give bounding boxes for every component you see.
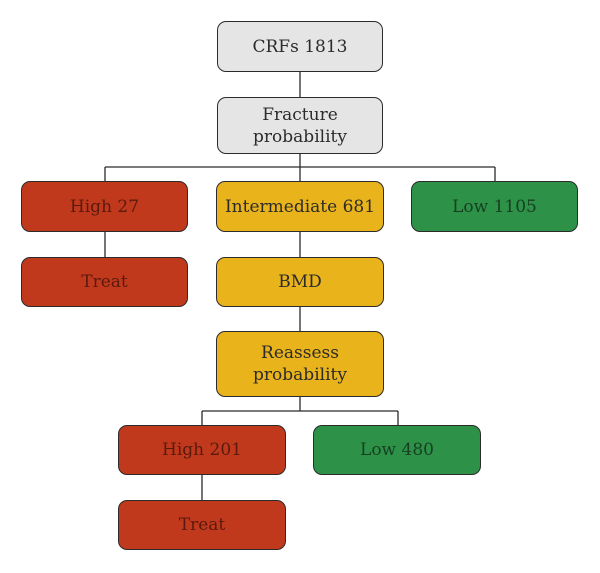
node-bmd: BMD: [216, 257, 384, 307]
node-reassess-probability: Reassess probability: [216, 331, 384, 397]
node-treat-2: Treat: [118, 500, 286, 550]
node-high-2: High 201: [118, 425, 286, 475]
node-root: CRFs 1813: [217, 21, 383, 72]
node-intermediate: Intermediate 681: [216, 181, 384, 232]
node-fracture-probability: Fracture probability: [217, 97, 383, 154]
node-low-2: Low 480: [313, 425, 481, 475]
node-low-1: Low 1105: [411, 181, 578, 232]
node-treat-1: Treat: [21, 257, 188, 307]
node-high-1: High 27: [21, 181, 188, 232]
